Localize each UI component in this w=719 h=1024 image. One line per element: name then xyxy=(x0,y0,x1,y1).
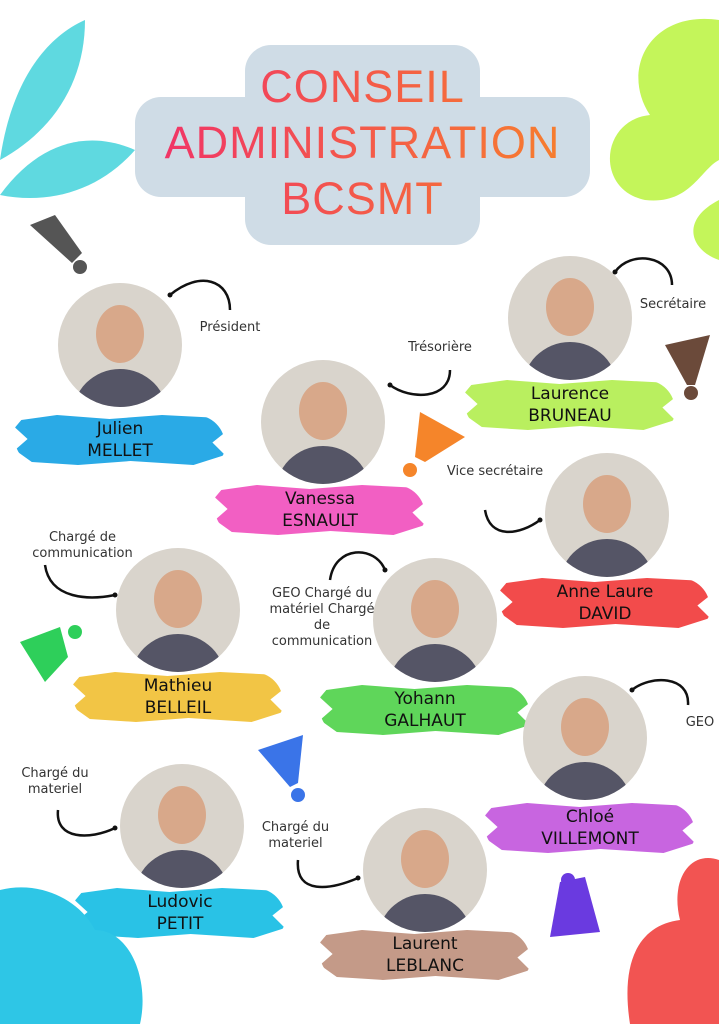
member-last-name: BELLEIL xyxy=(144,698,212,718)
curved-arrow-icon xyxy=(328,551,387,581)
curved-arrow-icon xyxy=(631,678,690,706)
curved-arrow-icon xyxy=(296,859,359,889)
arrow-head-icon xyxy=(387,382,393,388)
curved-arrow-icon xyxy=(43,564,116,599)
shuttlecock-icon xyxy=(550,873,600,937)
member-name-label: Vanessa ESNAULT xyxy=(215,479,425,541)
member-name-label: Anne Laure DAVID xyxy=(500,572,710,634)
member-first-name: Vanessa xyxy=(284,489,356,509)
member-name-label: Yohann GALHAUT xyxy=(320,679,530,741)
member-name-label: Julien MELLET xyxy=(15,409,225,471)
member-name-label: Chloé VILLEMONT xyxy=(485,797,695,859)
title-line-1: CONSEIL xyxy=(135,61,590,113)
member-last-name: DAVID xyxy=(578,604,632,624)
shuttlecock-icon xyxy=(258,735,305,802)
member-role: Chargé du materiel xyxy=(261,820,330,851)
title-line-2: ADMINISTRATION xyxy=(135,117,590,169)
shuttlecock-icon xyxy=(30,215,87,274)
arrow-head-icon xyxy=(629,687,635,693)
member-last-name: MELLET xyxy=(87,441,153,461)
member-name-label: Laurent LEBLANC xyxy=(320,924,530,986)
member-first-name: Laurence xyxy=(530,384,610,404)
member-role: Vice secrétaire xyxy=(446,464,544,479)
member-photo xyxy=(545,453,669,577)
member-name-label: Ludovic PETIT xyxy=(75,882,285,944)
member-photo xyxy=(363,808,487,932)
member-role: Secrétaire xyxy=(639,297,707,312)
title-line-3: BCSMT xyxy=(135,173,590,225)
member-last-name: PETIT xyxy=(156,914,204,934)
member-photo xyxy=(508,256,632,380)
member-photo xyxy=(523,676,647,800)
shuttlecock-icon xyxy=(403,412,465,477)
curved-arrow-icon xyxy=(389,369,452,397)
member-last-name: BRUNEAU xyxy=(528,406,612,426)
member-first-name: Chloé xyxy=(565,807,615,827)
member-photo xyxy=(261,360,385,484)
curved-arrow-icon xyxy=(613,257,674,286)
leaf-shape xyxy=(0,140,135,198)
member-first-name: Yohann xyxy=(394,689,456,709)
member-role: GEO xyxy=(685,715,715,730)
member-first-name: Laurent xyxy=(392,934,458,954)
member-last-name: GALHAUT xyxy=(384,711,466,731)
blob-shape xyxy=(0,887,143,1024)
curved-arrow-icon xyxy=(169,279,232,311)
member-photo xyxy=(58,283,182,407)
member-role: Chargé de communication xyxy=(32,530,133,561)
member-role: GEO Chargé du matériel Chargé de communi… xyxy=(269,586,375,649)
member-photo xyxy=(116,548,240,672)
member-photo xyxy=(373,558,497,682)
member-role: Trésorière xyxy=(408,340,472,355)
leaf-shape xyxy=(0,20,85,160)
member-last-name: VILLEMONT xyxy=(541,829,639,849)
member-first-name: Mathieu xyxy=(143,676,213,696)
arrow-head-icon xyxy=(382,567,388,573)
arrow-head-icon xyxy=(355,875,361,881)
member-last-name: ESNAULT xyxy=(282,511,358,531)
title-banner: CONSEIL ADMINISTRATION BCSMT xyxy=(135,45,590,245)
arrow-head-icon xyxy=(112,825,118,831)
member-role: Chargé du materiel xyxy=(21,766,89,797)
member-last-name: LEBLANC xyxy=(386,956,464,976)
flower-shape xyxy=(609,18,719,260)
arrow-head-icon xyxy=(612,269,618,275)
member-photo xyxy=(120,764,244,888)
arrow-head-icon xyxy=(112,592,118,598)
member-first-name: Anne Laure xyxy=(556,582,654,602)
arrow-head-icon xyxy=(167,292,173,298)
blob-shape xyxy=(627,858,719,1024)
member-first-name: Ludovic xyxy=(147,892,213,912)
shuttlecock-icon xyxy=(20,625,82,682)
member-name-label: Mathieu BELLEIL xyxy=(73,666,283,728)
shuttlecock-icon xyxy=(665,335,710,400)
arrow-head-icon xyxy=(537,517,543,523)
curved-arrow-icon xyxy=(56,809,116,837)
member-name-label: Laurence BRUNEAU xyxy=(465,374,675,436)
member-first-name: Julien xyxy=(96,419,144,439)
member-role: Président xyxy=(199,320,261,335)
curved-arrow-icon xyxy=(483,509,541,534)
